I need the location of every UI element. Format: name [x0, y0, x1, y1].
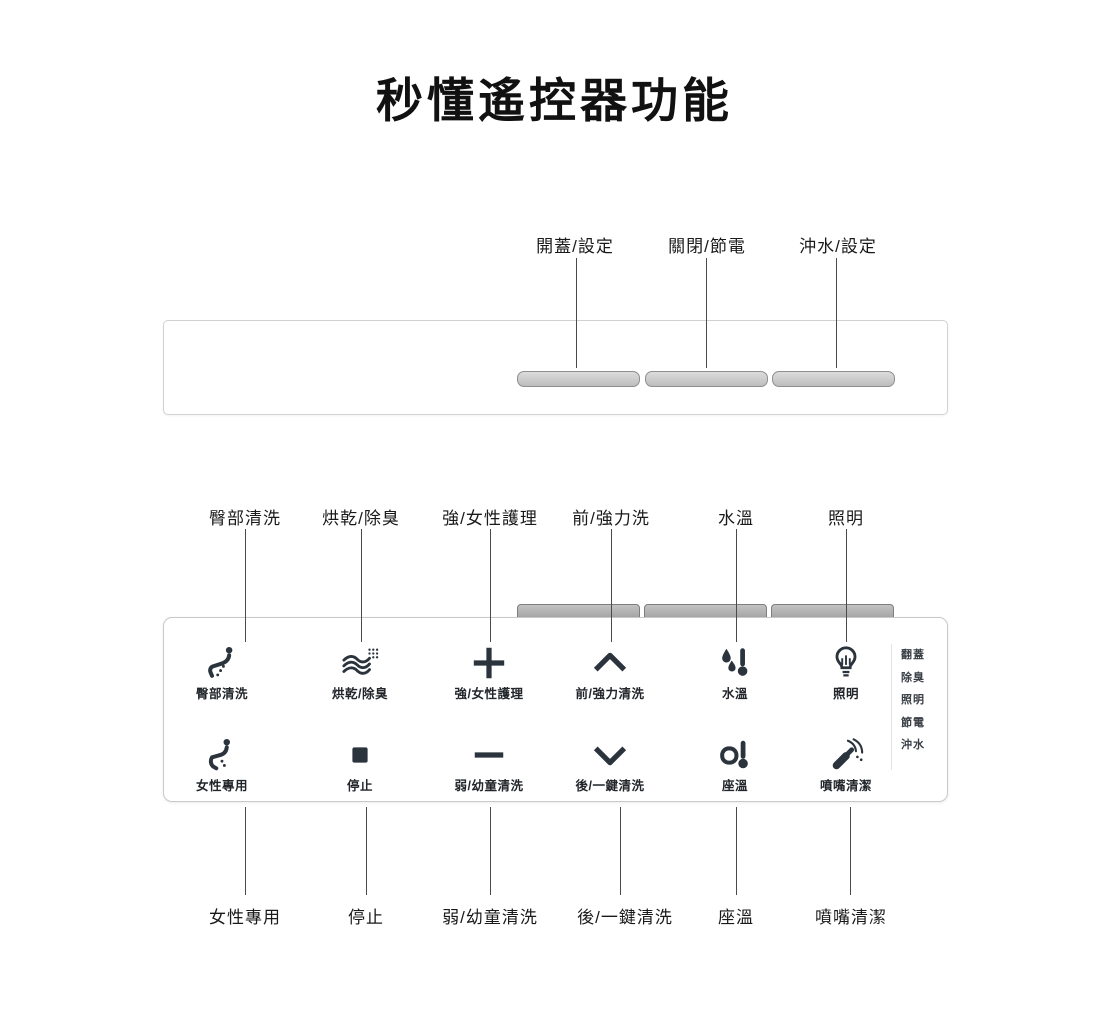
rear-one-key-wash-key[interactable]: 後/一鍵清洗 — [550, 736, 670, 794]
key-label: 強/女性護理 — [454, 687, 524, 701]
light-key[interactable]: 照明 — [786, 644, 906, 702]
callout-line-feminine — [245, 807, 246, 895]
dry-deodorize-icon — [341, 644, 379, 682]
chevron-down-icon — [591, 736, 629, 774]
key-label: 照明 — [832, 687, 859, 701]
callout-line-dry-deodorize — [361, 529, 362, 642]
side-label-light: 照明 — [901, 694, 925, 706]
callout-label-feminine: 女性專用 — [207, 903, 283, 928]
flush-button[interactable] — [772, 371, 895, 387]
page-title: 秒懂遙控器功能 — [376, 74, 733, 127]
callout-line-light — [846, 529, 847, 642]
side-divider — [891, 644, 892, 770]
callout-label-nozzle-clean: 噴嘴清潔 — [813, 903, 889, 928]
key-label: 後/一鍵清洗 — [575, 779, 645, 793]
callout-label-stop: 停止 — [346, 903, 386, 928]
plus-icon — [470, 644, 508, 682]
stop-icon — [341, 736, 379, 774]
close-powersave-button[interactable] — [645, 371, 768, 387]
strong-feminine-key[interactable]: 強/女性護理 — [429, 644, 549, 702]
callout-line-front-strong-wash — [611, 529, 612, 642]
open-lid-button[interactable] — [517, 371, 640, 387]
key-label: 弱/幼童清洗 — [454, 779, 524, 793]
key-label: 臀部清洗 — [195, 687, 248, 701]
dry-deodorize-key[interactable]: 烘乾/除臭 — [300, 644, 420, 702]
callout-label-front-strong-wash: 前/強力洗 — [570, 504, 652, 529]
minus-icon — [470, 736, 508, 774]
callout-line-rear-one-key — [620, 807, 621, 895]
callout-label-rear-one-key: 後/一鍵清洗 — [575, 903, 675, 928]
callout-line-nozzle-clean — [850, 807, 851, 895]
side-label-flush: 沖水 — [901, 739, 925, 751]
callout-line-seat-temp — [736, 807, 737, 895]
feminine-wash-icon — [203, 736, 241, 774]
callout-line-strong-feminine — [490, 529, 491, 642]
feminine-wash-key[interactable]: 女性專用 — [162, 736, 282, 794]
stop-key[interactable]: 停止 — [300, 736, 420, 794]
callout-label-weak-child: 弱/幼童清洗 — [440, 903, 540, 928]
water-temp-key[interactable]: 水溫 — [675, 644, 795, 702]
nozzle-clean-icon — [827, 736, 865, 774]
seat-temp-key[interactable]: 座溫 — [675, 736, 795, 794]
callout-line-flush — [836, 258, 837, 368]
callout-label-strong-feminine: 強/女性護理 — [440, 504, 540, 529]
water-temp-icon — [716, 644, 754, 682]
key-label: 水溫 — [721, 687, 748, 701]
rear-wash-icon — [203, 644, 241, 682]
callout-line-open-lid — [576, 258, 577, 368]
side-label-powersave: 節電 — [901, 716, 925, 729]
key-label: 座溫 — [721, 779, 748, 793]
callout-label-flush: 沖水/設定 — [797, 232, 879, 257]
callout-line-water-temp — [736, 529, 737, 642]
callout-line-weak-child — [490, 807, 491, 895]
remote-face: 臀部清洗 烘乾/除臭 強/女性護理 — [163, 617, 948, 802]
chevron-up-icon — [591, 644, 629, 682]
remote-top-view — [163, 320, 948, 415]
callout-label-seat-temp: 座溫 — [716, 903, 756, 928]
callout-label-close-powersave: 關閉/節電 — [666, 232, 748, 257]
callout-label-dry-deodorize: 烘乾/除臭 — [320, 504, 402, 529]
key-label: 噴嘴清潔 — [819, 779, 872, 793]
callout-line-rear-wash — [245, 529, 246, 642]
front-strong-wash-key[interactable]: 前/強力清洗 — [550, 644, 670, 702]
rear-wash-key[interactable]: 臀部清洗 — [162, 644, 282, 702]
weak-child-wash-key[interactable]: 弱/幼童清洗 — [429, 736, 549, 794]
callout-label-light: 照明 — [826, 504, 866, 529]
callout-label-rear-wash: 臀部清洗 — [207, 504, 283, 529]
nozzle-clean-key[interactable]: 噴嘴清潔 — [786, 736, 906, 794]
key-label: 停止 — [346, 779, 373, 793]
callout-line-close-powersave — [706, 258, 707, 368]
key-label: 烘乾/除臭 — [332, 687, 388, 701]
side-function-list: 翻蓋 除臭 照明 節電 沖水 — [901, 644, 925, 757]
side-label-deodorize: 除臭 — [901, 671, 925, 684]
callout-label-open-lid: 開蓋/設定 — [534, 232, 616, 257]
key-label: 女性專用 — [195, 779, 248, 793]
callout-label-water-temp: 水溫 — [716, 504, 756, 529]
side-label-lid: 翻蓋 — [901, 649, 925, 661]
light-icon — [827, 644, 865, 682]
seat-temp-icon — [716, 736, 754, 774]
callout-line-stop — [366, 807, 367, 895]
key-label: 前/強力清洗 — [575, 687, 645, 701]
